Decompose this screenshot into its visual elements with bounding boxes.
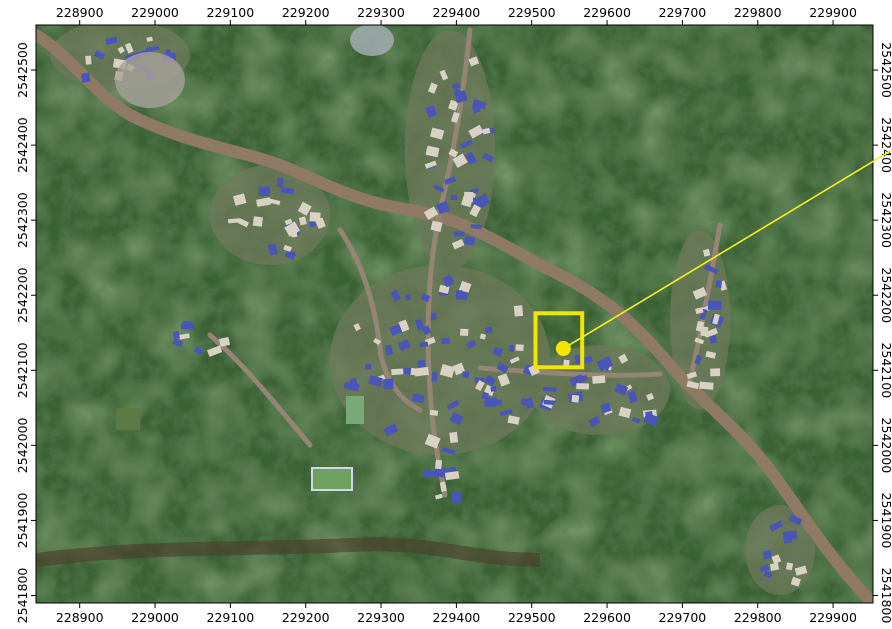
y-tick-label-left: 2542400 <box>15 117 30 173</box>
x-tick-label-top: 229900 <box>809 5 857 20</box>
x-tick-label-bottom: 229900 <box>809 610 857 625</box>
x-tick-label-top: 229100 <box>207 5 255 20</box>
pond <box>116 408 140 430</box>
highlight-point <box>555 341 571 357</box>
y-tick-label-right: 2542300 <box>879 192 892 248</box>
x-tick-label-bottom: 229100 <box>207 610 255 625</box>
x-tick-label-top: 229200 <box>282 5 330 20</box>
sports-field <box>311 467 353 491</box>
y-tick-label-left: 2542200 <box>15 267 30 323</box>
buildings <box>80 36 808 587</box>
x-tick-label-bottom: 229300 <box>357 610 405 625</box>
y-axis-right: 2542500 2542400 2542300 2542200 2542100 25420… <box>873 42 892 623</box>
y-tick-label-right: 2541900 <box>879 493 892 549</box>
x-tick-label-top: 229400 <box>433 5 481 20</box>
x-tick-label-top: 229500 <box>508 5 556 20</box>
highlight-box <box>533 311 585 370</box>
y-tick-label-right: 2542500 <box>879 42 892 98</box>
y-tick-label-left: 2541900 <box>15 493 30 549</box>
x-tick-label-bottom: 229400 <box>433 610 481 625</box>
y-tick-label-right: 2542400 <box>879 117 892 173</box>
quarry <box>115 52 185 108</box>
y-tick-label-left: 2542000 <box>15 417 30 473</box>
x-tick-label-top: 229800 <box>734 5 782 20</box>
x-tick-label-top: 228900 <box>56 5 104 20</box>
court <box>346 396 364 424</box>
x-axis-bottom: 228900 229000 229100 229200 229300 229400 2295… <box>56 603 857 625</box>
x-axis-top: 228900 229000 229100 229200 229300 229400 2295… <box>56 5 857 25</box>
callout-line <box>562 149 892 350</box>
y-tick-label-left: 2542300 <box>15 192 30 248</box>
y-tick-label-right: 2542100 <box>879 342 892 398</box>
x-tick-label-top: 229300 <box>357 5 405 20</box>
x-tick-label-bottom: 229200 <box>282 610 330 625</box>
dome <box>350 25 394 56</box>
map-border <box>35 24 874 604</box>
river <box>36 537 541 567</box>
x-tick-label-bottom: 228900 <box>56 610 104 625</box>
x-tick-label-top: 229600 <box>583 5 631 20</box>
satellite-image <box>36 25 873 603</box>
x-tick-label-top: 229700 <box>659 5 707 20</box>
x-tick-label-bottom: 229600 <box>583 610 631 625</box>
main-road <box>36 29 873 603</box>
y-axis-left: 2542500 2542400 2542300 2542200 2542100 25420… <box>15 42 36 623</box>
y-tick-label-right: 2542000 <box>879 418 892 474</box>
x-tick-label-bottom: 229000 <box>131 610 179 625</box>
y-tick-label-right: 2541800 <box>879 568 892 624</box>
x-tick-label-bottom: 229800 <box>734 610 782 625</box>
y-tick-label-left: 2542100 <box>15 342 30 398</box>
y-tick-label-left: 2541800 <box>15 568 30 624</box>
y-tick-label-left: 2542500 <box>15 42 30 98</box>
x-tick-label-top: 229000 <box>131 5 179 20</box>
x-tick-label-bottom: 229500 <box>508 610 556 625</box>
y-tick-label-right: 2542200 <box>879 267 892 323</box>
x-tick-label-bottom: 229700 <box>659 610 707 625</box>
